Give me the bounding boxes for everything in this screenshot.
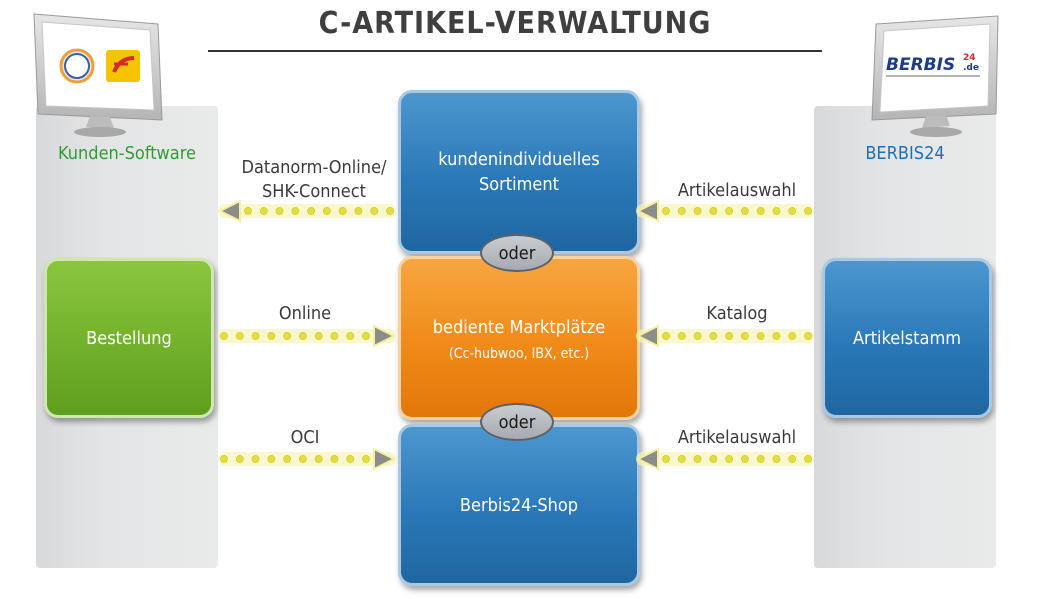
arrow-right <box>218 324 397 348</box>
berbis-logo: BERBIS 24 .de <box>886 53 980 77</box>
arrow-right <box>218 447 397 471</box>
right-monitor-icon: BERBIS 24 .de <box>871 15 999 137</box>
svg-text:24: 24 <box>963 53 976 63</box>
datanorm-arrow-label: Datanorm-Online/ SHK-Connect <box>241 157 387 202</box>
arrow-left <box>635 447 814 471</box>
artikelstamm-box: Artikelstamm <box>822 258 992 418</box>
sortiment-box: kundenindividuelles Sortiment <box>398 90 640 254</box>
arrow-left <box>217 199 396 223</box>
left-side-title: Kunden-Software <box>58 143 196 164</box>
marktplaetze-sublabel: (Cc-hubwoo, IBX, etc.) <box>448 345 590 362</box>
shop-label: Berbis24-Shop <box>459 494 579 516</box>
shop-box: Berbis24-Shop <box>398 424 640 586</box>
diagram-title: C-ARTIKEL-VERWALTUNG <box>318 6 712 41</box>
artikelstamm-label: Artikelstamm <box>852 327 962 349</box>
online-arrow-label: Online <box>278 303 332 324</box>
arrow-left <box>635 324 814 348</box>
title-underline <box>208 50 822 52</box>
svg-text:BERBIS: BERBIS <box>886 55 955 75</box>
sortiment-line-2: Sortiment <box>478 174 560 195</box>
oder-badge: oder <box>480 403 554 441</box>
bestellung-label: Bestellung <box>86 327 172 349</box>
oder-badge: oder <box>480 234 554 272</box>
left-monitor-icon <box>33 13 163 137</box>
artikelauswahl-arrow-label: Artikelauswahl <box>677 180 797 201</box>
right-side-title: BERBIS24 <box>865 143 945 164</box>
marktplaetze-label: bediente Marktplätze <box>432 316 606 338</box>
oci-arrow-label: OCI <box>290 427 320 448</box>
arrow-left <box>635 199 814 223</box>
svg-text:.de: .de <box>963 63 979 73</box>
katalog-arrow-label: Katalog <box>706 303 768 324</box>
bestellung-box: Bestellung <box>44 258 214 418</box>
sortiment-line-1: kundenindividuelles <box>438 149 600 170</box>
artikelauswahl-arrow-label: Artikelauswahl <box>677 427 797 448</box>
marktplaetze-box: bediente Marktplätze (Cc-hubwoo, IBX, et… <box>398 256 640 420</box>
trade-badge-logo <box>59 48 95 84</box>
electro-e-logo <box>106 50 140 82</box>
